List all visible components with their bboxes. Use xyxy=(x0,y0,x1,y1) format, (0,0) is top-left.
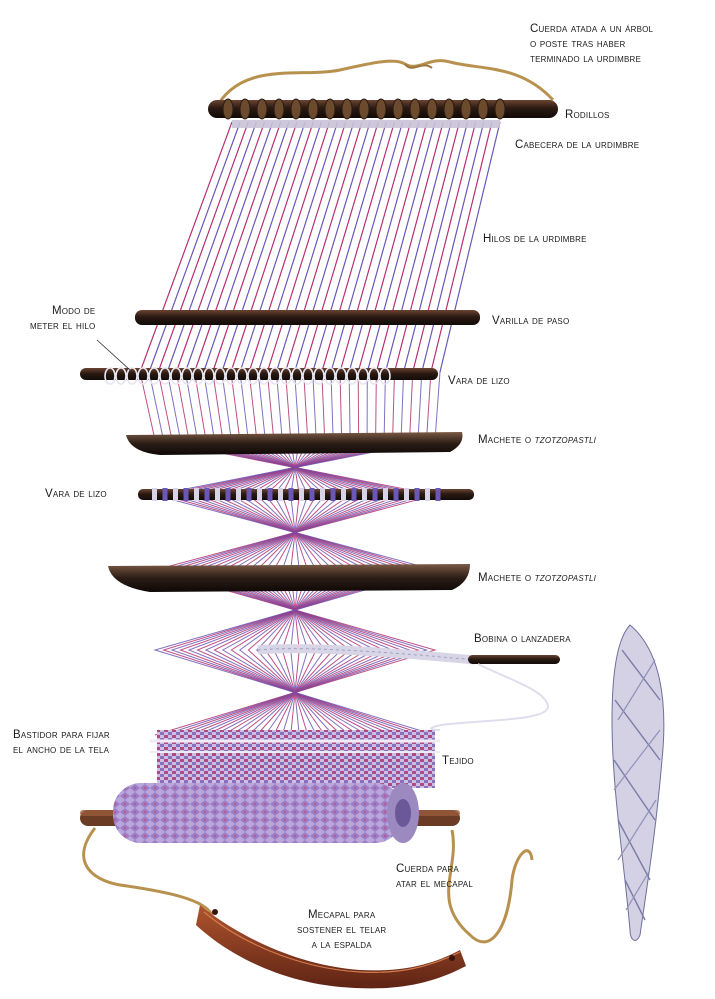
roller-wrap xyxy=(393,99,403,119)
varilla-de-paso xyxy=(135,310,480,325)
roller-wrap xyxy=(461,99,471,119)
roller-wrap xyxy=(342,99,352,119)
roller-wrap xyxy=(274,99,284,119)
roller-wrap xyxy=(478,99,488,119)
heddle-wrap xyxy=(425,488,430,501)
heddle-wrap xyxy=(257,488,262,501)
warp-thread xyxy=(258,122,337,372)
roller-wrap xyxy=(410,99,420,119)
heddle-wrap xyxy=(184,488,189,501)
heddle-wrap xyxy=(394,488,399,501)
label-bastidor: Bastidor para fijar el ancho de la tela xyxy=(13,728,110,758)
roller-wrap xyxy=(495,99,505,119)
warp-thread xyxy=(176,122,264,372)
label-vara-lizo-1: Vara de lizo xyxy=(448,374,510,389)
tejido-area xyxy=(157,730,435,788)
warp-thread xyxy=(185,122,272,372)
heddle-wrap xyxy=(173,488,178,501)
heddle-wrap xyxy=(341,488,346,501)
heddle-wrap xyxy=(152,488,157,501)
warp-thread xyxy=(413,122,476,372)
label-machete-2: Machete o tzotzopastli xyxy=(478,571,596,586)
roller-wrap xyxy=(359,99,369,119)
warp-thread xyxy=(195,122,281,372)
heddle-wrap xyxy=(352,488,357,501)
label-modo-meter: Modo de meter el hilo xyxy=(30,304,95,334)
heddle-wrap xyxy=(436,488,441,501)
heddle-wrap xyxy=(163,488,168,501)
heddle-wrap xyxy=(383,488,388,501)
warp-thread xyxy=(291,372,299,735)
warp-thread xyxy=(440,122,500,372)
warp-thread xyxy=(213,122,297,372)
heddle-wrap xyxy=(373,488,378,501)
warp-thread xyxy=(385,122,451,372)
roller-wrap xyxy=(444,99,454,119)
roller-wrap xyxy=(291,99,301,119)
heddle-wrap xyxy=(320,488,325,501)
warp-thread xyxy=(422,122,484,372)
label-vara-lizo-2: Vara de lizo xyxy=(45,487,107,502)
label-machete-1: Machete o tzotzopastli xyxy=(478,433,596,448)
roller-wrap xyxy=(308,99,318,119)
roller-wrap xyxy=(257,99,267,119)
machete-2 xyxy=(108,564,470,592)
warp-thread xyxy=(404,122,468,372)
label-rodillos: Rodillos xyxy=(565,108,610,123)
roller-wrap xyxy=(427,99,437,119)
roller-wrap xyxy=(240,99,250,119)
machete-1 xyxy=(126,432,463,455)
warp-thread xyxy=(367,122,435,372)
heddle-wrap xyxy=(247,488,252,501)
label-mecapal: Mecapal para sostener el telar a la espa… xyxy=(297,908,386,953)
label-hilos: Hilos de la urdimbre xyxy=(483,232,587,247)
warp-thread xyxy=(358,122,427,372)
heddle-wrap xyxy=(331,488,336,501)
warp-threads xyxy=(140,122,500,735)
label-bobina: Bobina o lanzadera xyxy=(474,632,571,647)
roller-wrap xyxy=(376,99,386,119)
heddle-wrap xyxy=(362,488,367,501)
heddle-wrap xyxy=(194,488,199,501)
warp-thread xyxy=(431,122,492,372)
heddle-wrap xyxy=(310,488,315,501)
heddle-wrap xyxy=(415,488,420,501)
label-cuerda-mecapal: Cuerda para atar el mecapal xyxy=(396,862,473,892)
warp-thread xyxy=(140,122,232,372)
heddle-wrap xyxy=(215,488,220,501)
label-tejido: Tejido xyxy=(442,754,474,769)
heddle-wrap xyxy=(278,488,283,501)
label-varilla-paso: Varilla de paso xyxy=(492,314,569,329)
warp-thread xyxy=(395,122,460,372)
cloth-roll xyxy=(113,783,403,843)
warp-thread xyxy=(204,122,289,372)
heddle-wrap xyxy=(299,488,304,501)
label-cuerda-arbol: Cuerda atada a un árbol o poste tras hab… xyxy=(530,22,653,67)
heddle-wrap xyxy=(205,488,210,501)
roller-wrap xyxy=(325,99,335,119)
warp-thread xyxy=(249,122,329,372)
heddle-wrap xyxy=(268,488,273,501)
warp-thread xyxy=(214,372,376,735)
label-cabecera: Cabecera de la urdimbre xyxy=(515,138,639,153)
roller-wrap xyxy=(223,99,233,119)
heddle-wrap xyxy=(226,488,231,501)
heddle-wrap xyxy=(236,488,241,501)
warp-thread xyxy=(376,122,443,372)
warp-thread xyxy=(222,372,359,735)
bobina-stick xyxy=(468,655,560,664)
warp-thread xyxy=(149,122,240,372)
warp-thread xyxy=(240,122,321,372)
heddle-wrap xyxy=(404,488,409,501)
heddle-wrap xyxy=(289,488,294,501)
